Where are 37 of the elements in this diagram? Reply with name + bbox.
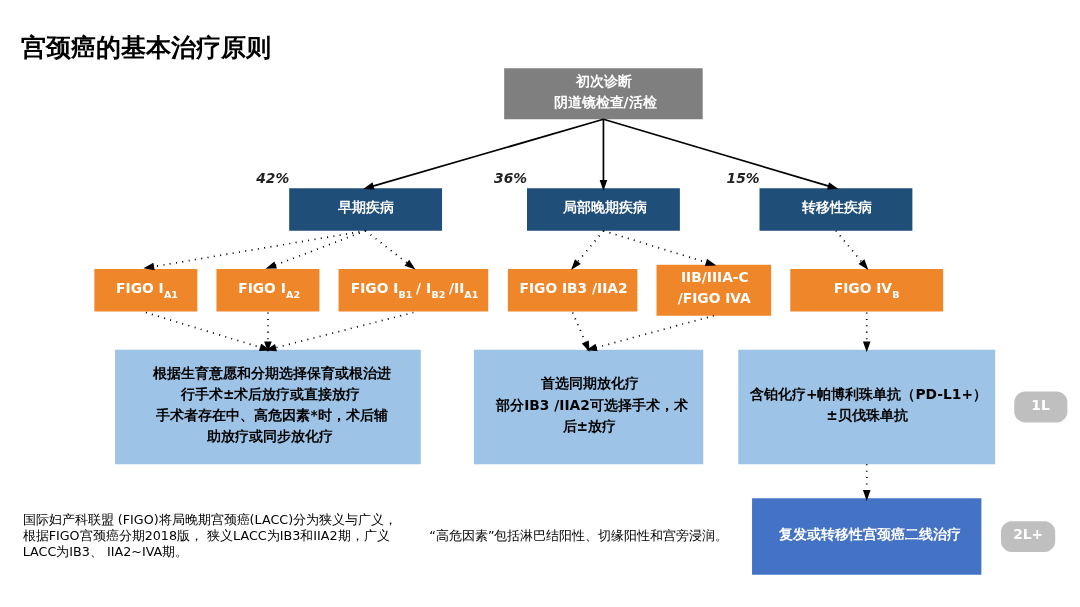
node-box: 转移性疾病 [759, 188, 913, 231]
node-label: 36% [494, 170, 528, 187]
node-box: FIGO I$_{A2}$ [216, 269, 320, 312]
node-box: FIGO IB3 /IIA2 [507, 269, 638, 312]
arrow [571, 311, 590, 353]
node-box: FIGO I$_{A1}$ [94, 269, 198, 312]
node-box: IIB/IIIA-C /FIGO IVA [656, 264, 772, 316]
node-box: 首选同期放化疗 部分IB3 /IIA2可选择手术，术后±放疗 [473, 349, 704, 465]
node-box: 2L+ [1001, 521, 1056, 552]
arrow [602, 118, 839, 190]
label: 国际妇产科联盟 (FIGO)将局晚期宫颈癌(LACC)分为狭义与广义，根据FIGO宫颈癌分期2018版， 狭义LACC为IB3和IIA2期，广义LACC为IB3、 IIA2~IVA期。 [22, 512, 398, 560]
diagram-title: 宫颈癌的基本治疗原则 [21, 31, 272, 62]
arrow [145, 311, 271, 351]
arrow [264, 311, 272, 353]
node-box: 初次诊断 阴道镜检查/活检 [504, 68, 703, 120]
arrow [265, 311, 415, 352]
node-box: 含铂化疗+帕博利珠单抗（PD-L1+）±贝伐珠单抗 [738, 349, 996, 465]
node-box: 早期疾病 [289, 188, 443, 231]
node-label: 15% [726, 170, 760, 187]
label: “高危因素”包括淋巴结阳性、切缘阳性和宫旁浸润。 [429, 528, 729, 544]
node-box: 1L [1014, 391, 1068, 423]
arrow [862, 311, 871, 353]
node-box: FIGO IV$_{B}$ [790, 269, 944, 312]
node-box: FIGO I$_{B1}$ / I$_{B2}$ /II$_{A1}$ [338, 269, 489, 312]
arrow [143, 229, 367, 271]
arrow [363, 118, 605, 190]
arrow [862, 463, 871, 501]
node-box: 复发或转移性宫颈癌二线治疗 [752, 498, 982, 575]
arrow [599, 118, 608, 191]
arrow [602, 229, 717, 266]
node-box: 局部晚期疾病 [527, 188, 680, 231]
node-label: 42% [256, 170, 290, 187]
arrow [586, 314, 715, 352]
arrow [265, 229, 367, 269]
arrow [835, 229, 869, 270]
arrow [364, 229, 416, 270]
node-box: 根据生育意愿和分期选择保育或根治进行手术±术后放疗或直接放疗 手术者存在中、高危因素*时，术后辅助放疗或同步放化疗 [115, 349, 421, 465]
